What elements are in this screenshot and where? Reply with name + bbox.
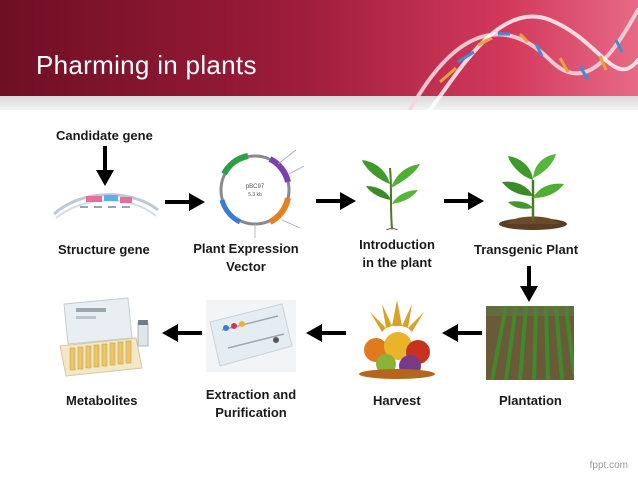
- right-arrow-icon: [165, 193, 205, 211]
- transgenic-plant-image: [499, 154, 567, 230]
- dna-helix-icon: [408, 8, 638, 110]
- plant-expression-vector-label: Plant Expression Vector: [193, 241, 299, 274]
- extraction-device-image: [206, 300, 296, 372]
- slide-title: Pharming in plants: [36, 50, 257, 80]
- left-arrow-icon: [442, 324, 482, 342]
- plasmid-size: 5.3 kb: [248, 192, 262, 198]
- header-shadow: [0, 96, 638, 110]
- plantation-label: Plantation: [499, 393, 562, 408]
- introduction-label: Introduction in the plant: [359, 237, 435, 270]
- plasmid-name: pBC97: [246, 184, 265, 190]
- harvest-label: Harvest: [373, 393, 421, 408]
- metabolites-image: [59, 297, 149, 377]
- left-arrow-icon: [162, 324, 202, 342]
- seedling-image: [362, 160, 420, 230]
- harvest-image: [359, 300, 435, 379]
- candidate-gene-label: Candidate gene: [56, 128, 153, 143]
- structure-gene-image: [52, 193, 159, 219]
- extraction-label: Extraction and Purification: [205, 387, 297, 420]
- right-arrow-icon: [444, 192, 484, 210]
- left-arrow-icon: [306, 324, 346, 342]
- plasmid-vector-image: pBC97 5.3 kb: [219, 149, 305, 238]
- down-arrow-icon: [520, 266, 538, 302]
- right-arrow-icon: [316, 192, 356, 210]
- transgenic-plant-label: Transgenic Plant: [474, 242, 579, 257]
- down-arrow-icon: [96, 146, 114, 186]
- metabolites-label: Metabolites: [66, 393, 138, 408]
- plantation-image: [486, 306, 574, 380]
- structure-gene-label: Structure gene: [58, 242, 150, 257]
- footer-brand: fppt.com: [589, 460, 628, 471]
